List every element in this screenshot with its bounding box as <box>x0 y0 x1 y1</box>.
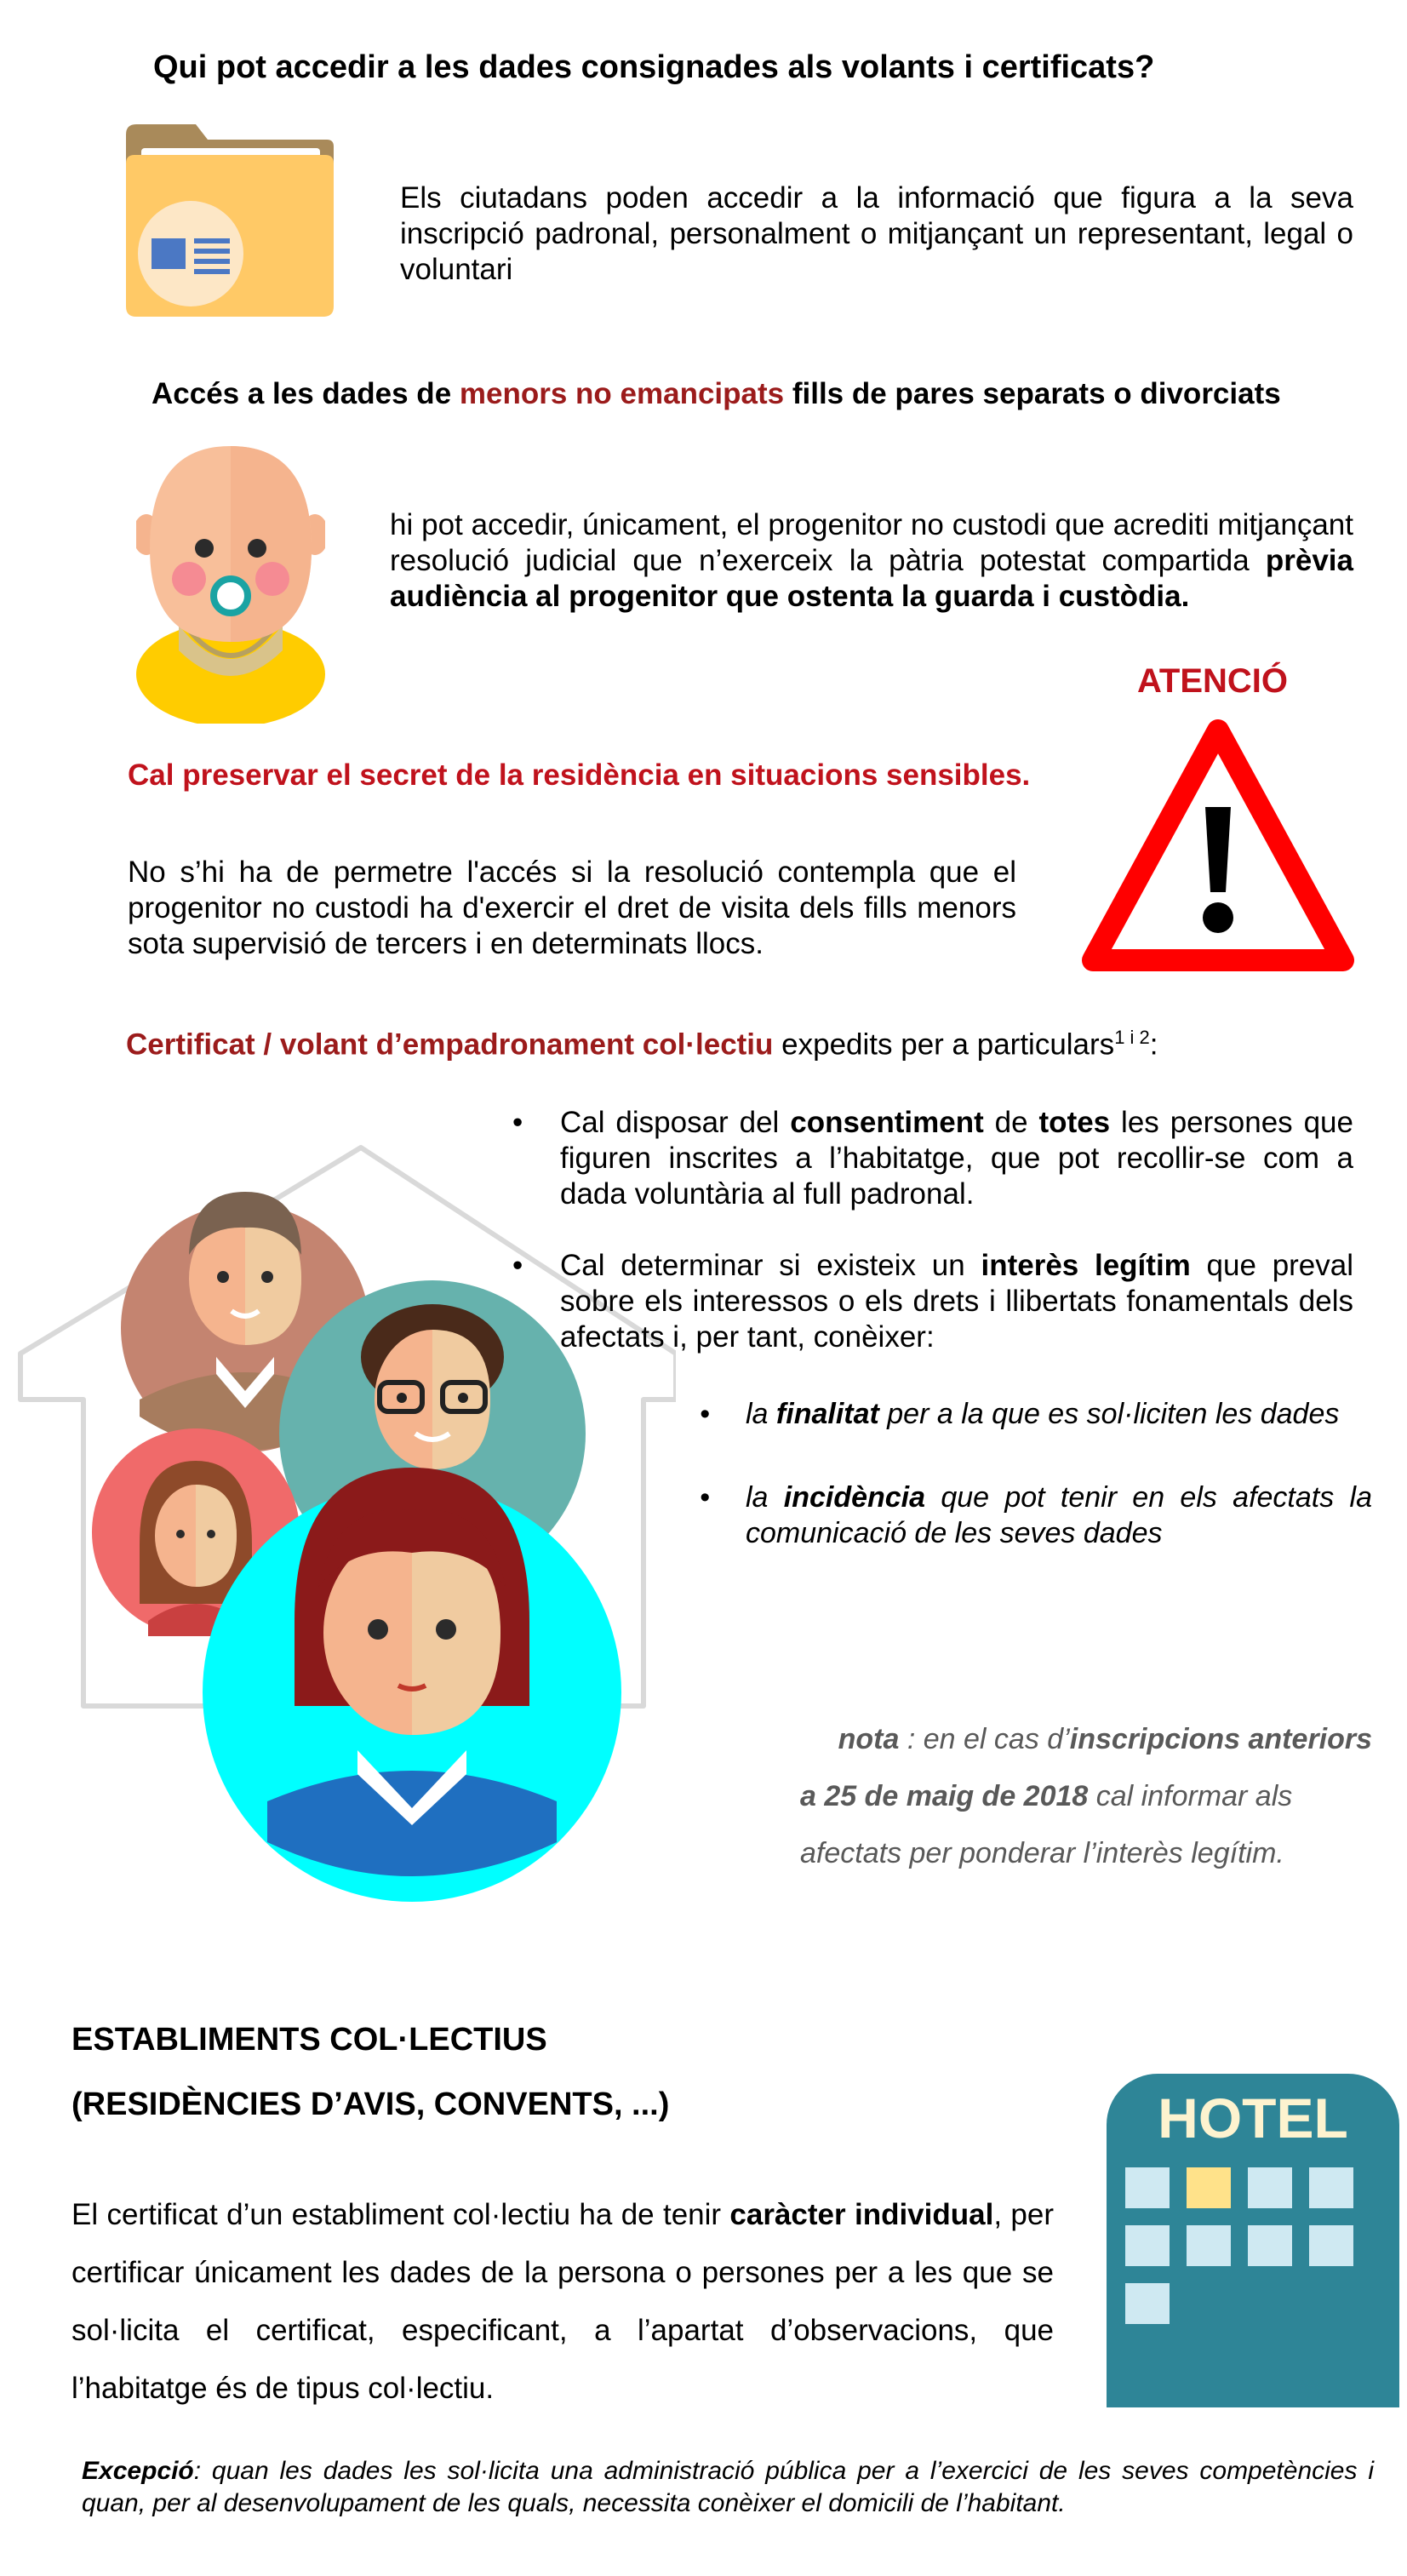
excepcio-t1: : quan les dades les sol·licita una admi… <box>82 2457 1374 2517</box>
certificat-footnote: 1 i 2 <box>1114 1027 1150 1048</box>
nota-t2: cal informar als afectats per ponderar l… <box>800 1780 1293 1869</box>
estab-title-line2: (RESIDÈNCIES D’AVIS, CONVENTS, ...) <box>71 2087 670 2122</box>
attention-label: ATENCIÓ <box>1137 662 1289 700</box>
bullet2-t1: Cal determinar si existeix un <box>560 1249 981 1282</box>
bullet2-b1: interès legítim <box>981 1249 1191 1282</box>
sub2-t1: la <box>746 1481 784 1514</box>
list-item: la incidència que pot tenir en els afect… <box>700 1480 1372 1551</box>
heading2-highlight: menors no emancipats <box>459 377 785 410</box>
sub-requirements-list: la finalitat per a la que es sol·liciten… <box>700 1396 1372 1551</box>
warning-triangle-icon <box>1078 713 1358 982</box>
hotel-label: HOTEL <box>1158 2087 1348 2150</box>
list-item: Cal determinar si existeix un interès le… <box>512 1248 1353 1355</box>
estab-t2: , per certificar únicament les dades de … <box>71 2198 1054 2405</box>
minors-access-heading: Accés a les dades de menors no emancipat… <box>152 375 1377 414</box>
nota-b1: nota <box>838 1723 900 1755</box>
baby-icon <box>133 446 329 727</box>
collective-certificate-heading: Certificat / volant d’empadronament col·… <box>126 1020 1369 1063</box>
bullet2-t2: que preval sobre els interessos o els dr… <box>560 1249 1354 1354</box>
certificat-rest: expedits per a particulars <box>773 1028 1115 1062</box>
minors-access-text: hi pot accedir, únicament, el progenitor… <box>390 507 1353 615</box>
para2-text: hi pot accedir, únicament, el progenitor… <box>390 508 1353 577</box>
nota-text: nota : en el cas d’inscripcions anterior… <box>766 1711 1372 1882</box>
citizens-access-text: Els ciutadans poden accedir a la informa… <box>400 181 1353 286</box>
bullet1-b2: totes <box>1038 1106 1111 1139</box>
list-item: la finalitat per a la que es sol·liciten… <box>700 1396 1372 1432</box>
heading2-after: fills de pares separats o divorciats <box>784 377 1281 410</box>
collective-establishments-title: ESTABLIMENTS COL·LECTIUS (RESIDÈNCIES D’… <box>71 2007 669 2137</box>
family-house-icon <box>12 1144 678 1910</box>
nota-b3: a 25 de maig de 2018 <box>800 1780 1089 1812</box>
bullet1-t3: les persones que figuren inscrites a l’h… <box>560 1106 1353 1211</box>
estab-b1: caràcter individual <box>729 2198 994 2231</box>
sub2-b1: incidència <box>783 1481 926 1514</box>
list-item: Cal disposar del consentiment de totes l… <box>512 1105 1353 1212</box>
certificat-highlight: Certificat / volant d’empadronament col·… <box>126 1028 774 1062</box>
para2-bold: prèvia audiència al progenitor que osten… <box>390 544 1353 613</box>
sub1-b1: finalitat <box>775 1398 879 1430</box>
collective-establishments-text: El certificat d’un establiment col·lecti… <box>71 2186 1054 2418</box>
sub1-t1: la <box>746 1398 776 1430</box>
folder-icon <box>126 124 334 317</box>
sub2-t2: que pot tenir en els afectats la comunic… <box>746 1481 1372 1549</box>
excepcio-b1: Excepció <box>82 2457 194 2485</box>
bullet1-b1: consentiment <box>790 1106 984 1139</box>
hotel-icon: HOTEL <box>1107 2074 1399 2407</box>
estab-t1: El certificat d’un establiment col·lecti… <box>71 2198 730 2231</box>
warning-heading: Cal preservar el secret de la residència… <box>128 758 1031 792</box>
bullet1-t2: de <box>983 1106 1039 1139</box>
nota-t1: : en el cas d’ <box>899 1723 1070 1755</box>
heading2-before: Accés a les dades de <box>152 377 460 410</box>
requirements-list: Cal disposar del consentiment de totes l… <box>512 1105 1353 1355</box>
certificat-colon: : <box>1149 1028 1158 1062</box>
estab-title-line1: ESTABLIMENTS COL·LECTIUS <box>71 2022 547 2058</box>
exception-text: Excepció: quan les dades les sol·licita … <box>82 2455 1374 2520</box>
bullet1-t1: Cal disposar del <box>560 1106 791 1139</box>
nota-b2: inscripcions anteriors <box>1069 1723 1372 1755</box>
sub1-t2: per a la que es sol·liciten les dades <box>878 1398 1340 1430</box>
warning-text: No s’hi ha de permetre l'accés si la res… <box>128 856 1016 960</box>
page-title: Qui pot accedir a les dades consignades … <box>153 49 1155 85</box>
